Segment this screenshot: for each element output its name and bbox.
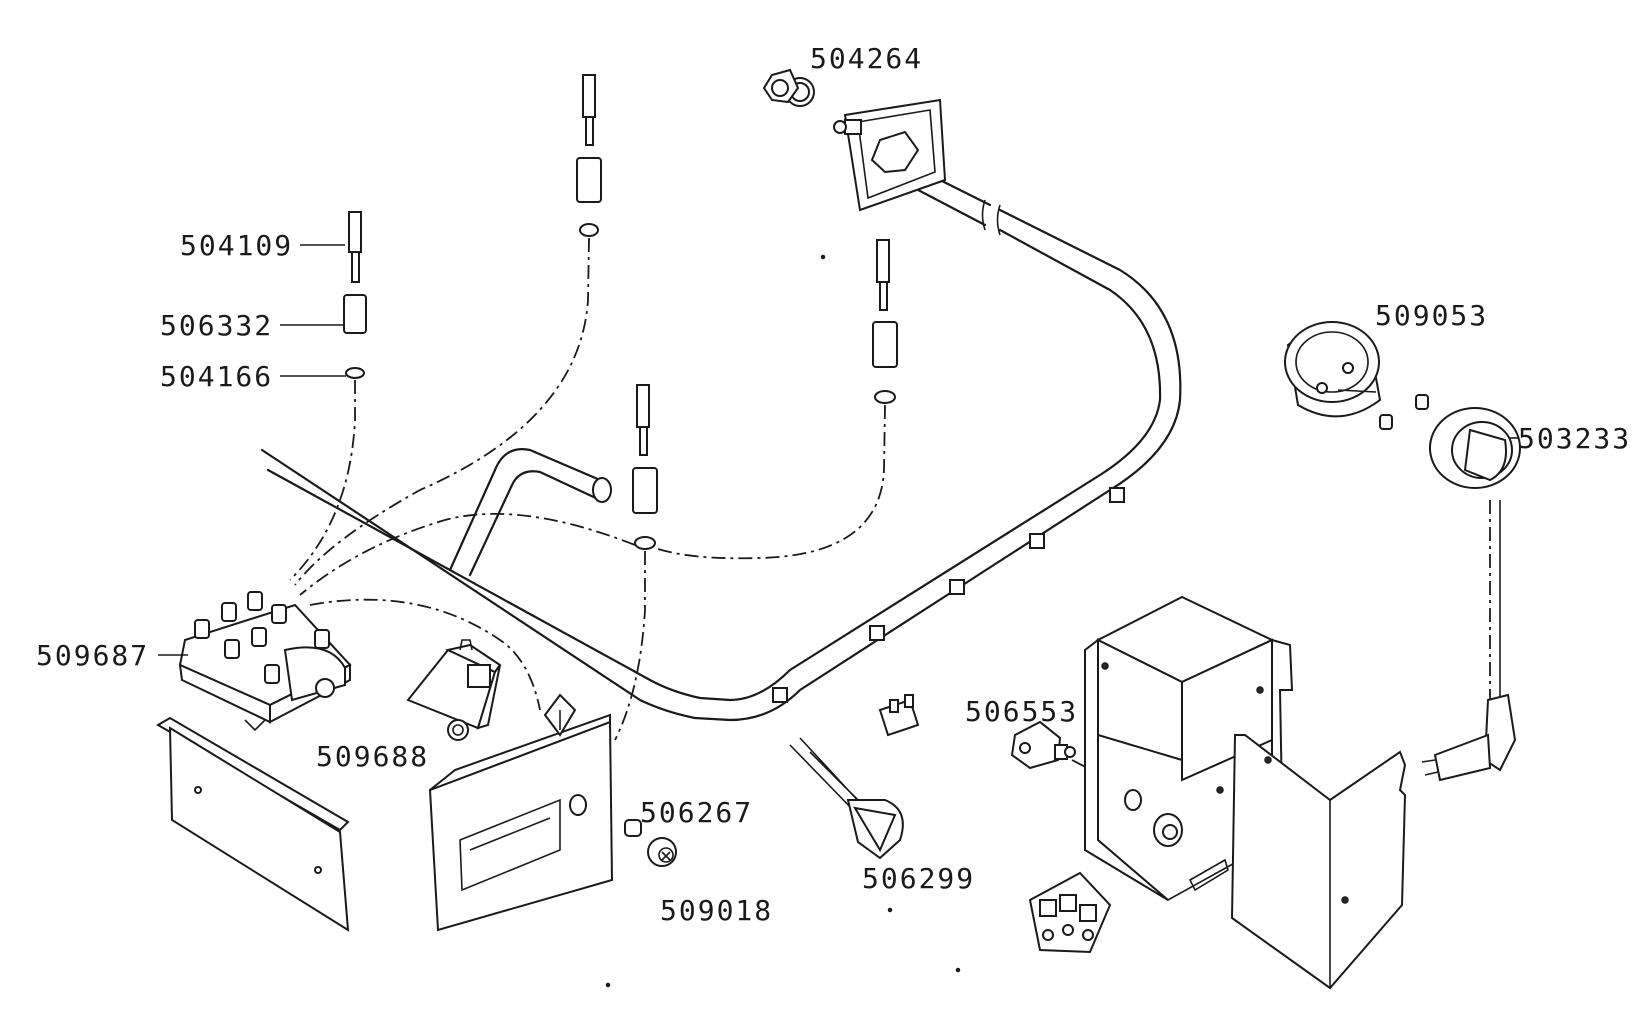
terminal-block <box>1028 871 1112 954</box>
electrode-upper <box>294 74 602 586</box>
label-504109: 504109 <box>180 229 293 262</box>
front-cover-panel <box>1230 734 1407 990</box>
burner-tube-stub <box>448 448 612 577</box>
label-509687: 509687 <box>36 639 149 672</box>
leader-lines <box>158 244 1518 656</box>
control-knob <box>1429 407 1521 700</box>
label-503233: 503233 <box>1518 422 1631 455</box>
electrode-center <box>299 384 658 741</box>
electrode-right <box>654 239 898 560</box>
label-504166: 504166 <box>160 360 273 393</box>
electrode-left <box>289 211 367 581</box>
label-506332: 506332 <box>160 309 273 342</box>
label-504264: 504264 <box>810 42 923 75</box>
flange-fitting <box>762 68 947 212</box>
tube-nozzles <box>772 487 1125 703</box>
pilot-holder <box>1010 720 1096 773</box>
label-506267: 506267 <box>640 796 753 829</box>
gas-tube-loop <box>260 148 1182 722</box>
control-bracket <box>428 693 614 932</box>
housing-box <box>1084 595 1294 901</box>
label-509053: 509053 <box>1375 299 1488 332</box>
thermostat-dial <box>1284 321 1382 418</box>
part-labels: 504264 504109 506332 504166 509053 50323… <box>36 42 1631 927</box>
label-509018: 509018 <box>660 894 773 927</box>
label-506299: 506299 <box>862 862 975 895</box>
scan-specks <box>605 254 961 988</box>
mounting-plate-left <box>156 716 350 932</box>
spacer-parts <box>1379 394 1429 430</box>
push-button-assembly <box>624 819 677 867</box>
label-506553: 506553 <box>965 695 1078 728</box>
power-plug <box>1421 693 1517 782</box>
lead-to-valve <box>309 598 541 711</box>
thermostat-switch <box>789 694 920 860</box>
ignition-generator <box>178 591 352 732</box>
label-509688: 509688 <box>316 740 429 773</box>
gas-valve <box>406 639 502 741</box>
